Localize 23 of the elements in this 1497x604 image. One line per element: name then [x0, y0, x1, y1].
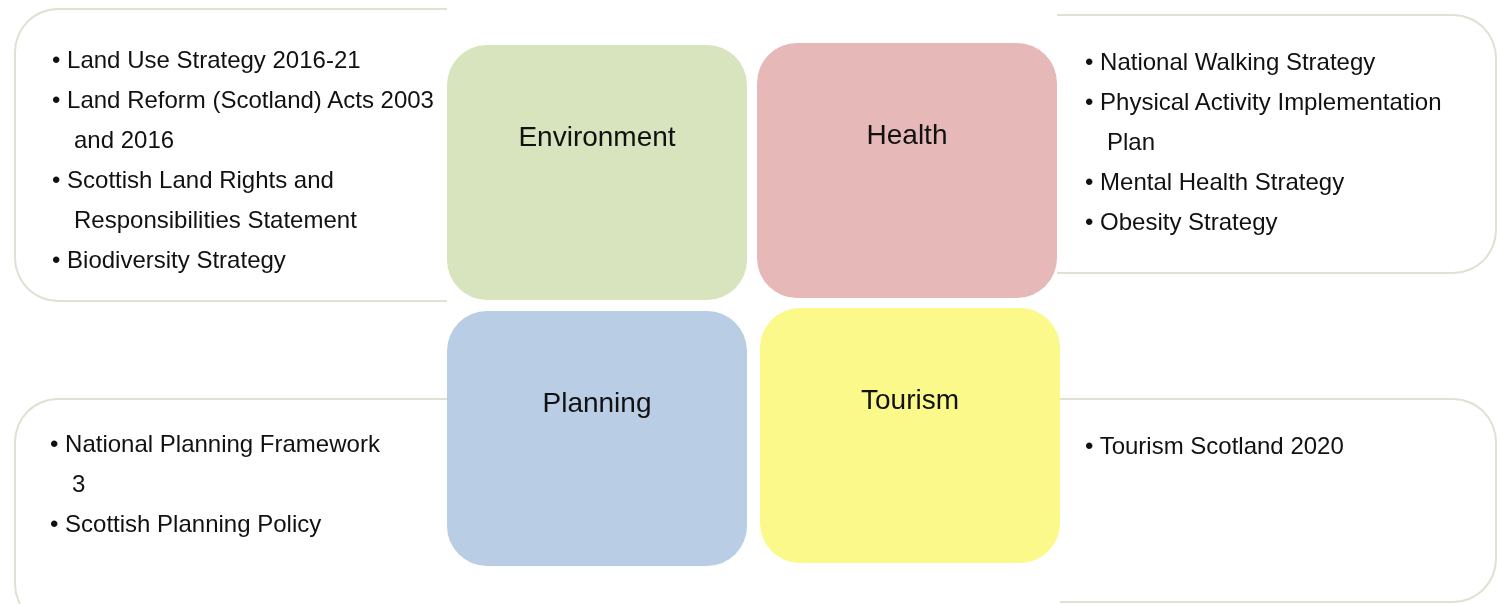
- list-item: • Scottish Land Rights and Responsibilities Statement: [52, 165, 358, 235]
- list-item: • Biodiversity Strategy: [52, 245, 287, 275]
- list-item: • Land Use Strategy 2016-21: [52, 45, 362, 75]
- category-tile: [447, 311, 747, 566]
- text-panel: [14, 398, 447, 604]
- category-label: Health: [865, 119, 949, 151]
- list-item: • Tourism Scotland 2020: [1085, 431, 1345, 461]
- text-panel: [1060, 398, 1497, 603]
- list-item: • Mental Health Strategy: [1085, 167, 1346, 197]
- category-tile: [447, 45, 747, 300]
- list-item: • Physical Activity Implementation Plan: [1085, 87, 1443, 157]
- text-panel: [1057, 14, 1497, 274]
- category-tile: [757, 43, 1057, 298]
- category-label: Tourism: [860, 384, 960, 416]
- category-label: Environment: [517, 121, 677, 153]
- list-item: • Land Reform (Scotland) Acts 2003 and 2016: [52, 85, 435, 155]
- list-item: • National Walking Strategy: [1085, 47, 1377, 77]
- category-tile: [760, 308, 1060, 563]
- list-item: • Scottish Planning Policy: [50, 509, 323, 539]
- list-item: • National Planning Framework 3: [50, 429, 380, 499]
- text-panel: [14, 8, 447, 302]
- list-item: • Obesity Strategy: [1085, 207, 1279, 237]
- category-label: Planning: [541, 387, 653, 419]
